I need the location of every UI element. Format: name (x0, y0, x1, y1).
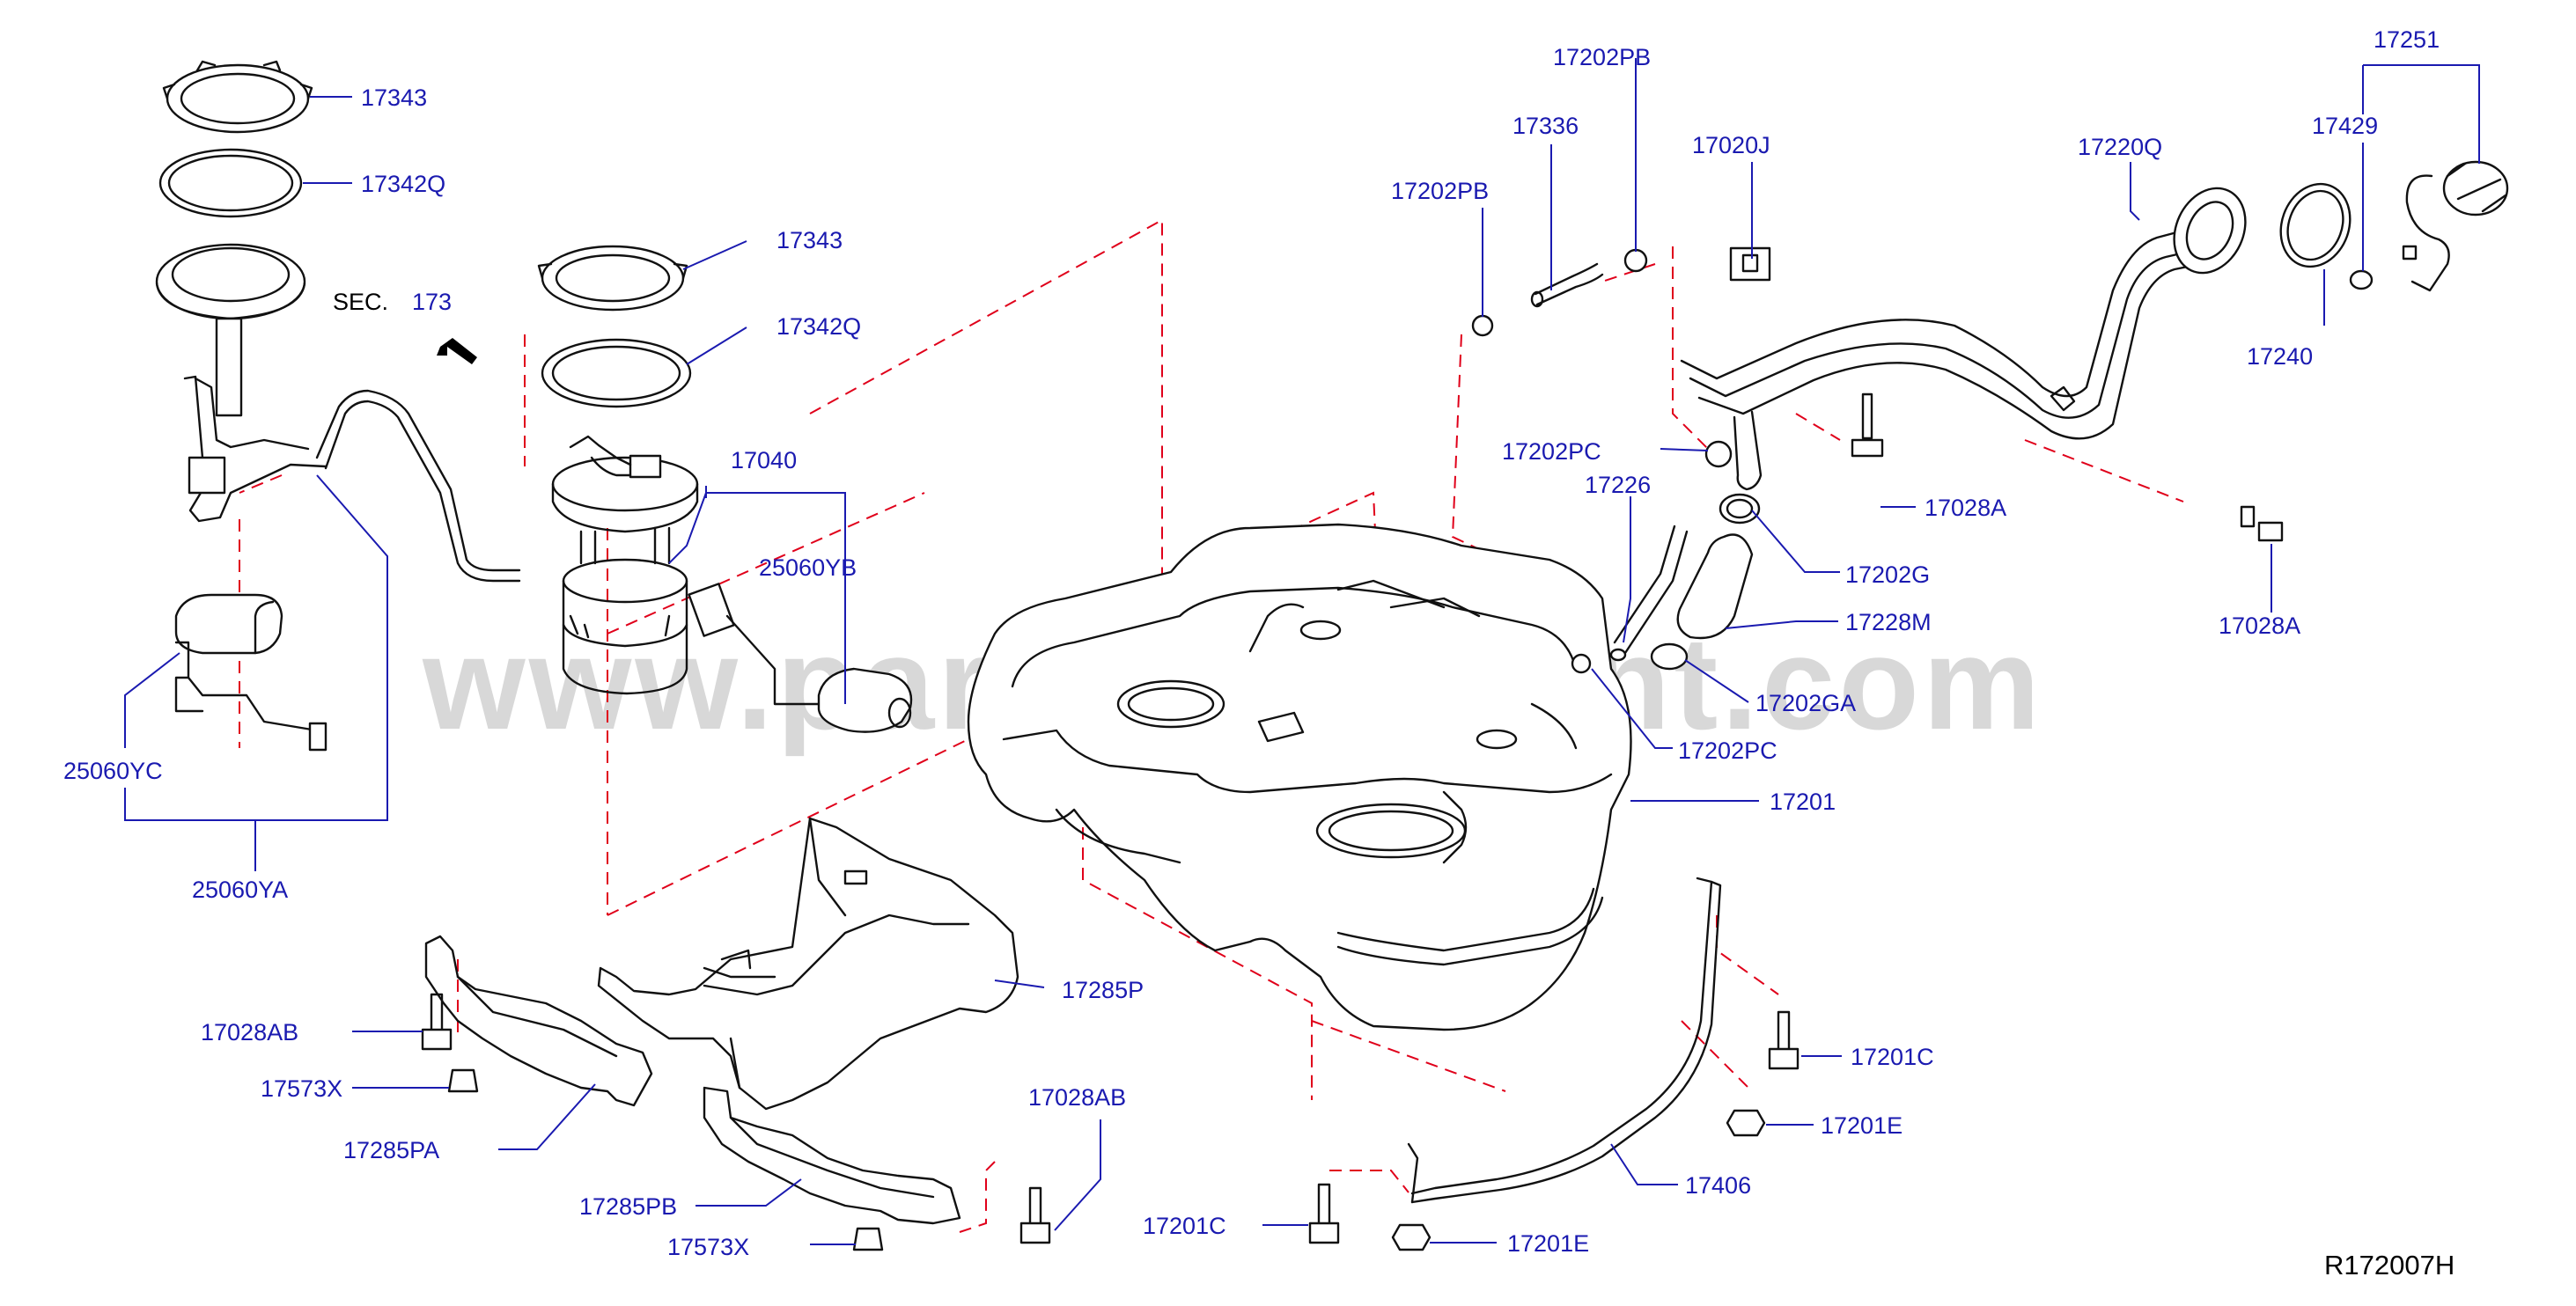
label-17251: 17251 (2374, 26, 2440, 53)
label-17028a-mid: 17028A (1925, 495, 2006, 521)
bolts (421, 393, 2284, 1251)
label-17201c-right: 17201C (1851, 1044, 1934, 1070)
label-17336: 17336 (1512, 113, 1579, 139)
label-17342q-left: 17342Q (361, 171, 445, 197)
middle-pump-assembly (537, 245, 913, 733)
label-17285pa: 17285PA (343, 1137, 439, 1163)
label-17285p: 17285P (1062, 977, 1144, 1003)
label-17406: 17406 (1685, 1172, 1751, 1199)
label-17201c-bottom: 17201C (1143, 1213, 1226, 1239)
filler-tube-assembly (1680, 160, 2509, 440)
label-17202pc-top: 17202PC (1502, 438, 1601, 465)
label-17342q-mid: 17342Q (776, 313, 861, 340)
label-25060yb: 25060YB (759, 554, 857, 581)
label-17573x-bottom: 17573X (667, 1234, 749, 1260)
label-17020j: 17020J (1692, 132, 1770, 158)
diagram-reference-code: R172007H (2324, 1250, 2455, 1280)
label-17202g: 17202G (1845, 561, 1930, 588)
label-17573x-left: 17573X (261, 1075, 342, 1102)
label-sec-prefix: SEC. (333, 289, 388, 315)
label-17343-mid: 17343 (776, 227, 843, 253)
label-17343-left: 17343 (361, 84, 427, 111)
label-sec-number: 173 (412, 289, 452, 315)
label-17202pb-left: 17202PB (1391, 178, 1489, 204)
tank-strap (1407, 877, 1722, 1204)
label-17202pb-top: 17202PB (1553, 44, 1651, 70)
label-17226: 17226 (1585, 472, 1651, 498)
label-17040: 17040 (731, 447, 797, 473)
label-25060yc: 25060YC (63, 758, 163, 784)
label-25060ya: 25060YA (192, 877, 288, 903)
hoses-and-clamps (1471, 246, 1771, 674)
heat-shields (424, 817, 1019, 1225)
leader-lines (124, 58, 2480, 1245)
label-17201e-right: 17201E (1821, 1112, 1903, 1139)
fuel-tank (967, 523, 1632, 1031)
label-17028a-right: 17028A (2219, 613, 2300, 639)
left-pump-assembly (155, 60, 521, 752)
part-labels: 17343 17342Q SEC. 173 17343 17342Q 17040… (63, 26, 2440, 1260)
label-17220q: 17220Q (2078, 134, 2162, 160)
label-17285pb: 17285PB (579, 1193, 677, 1220)
label-17202pc-bottom: 17202PC (1678, 737, 1777, 764)
label-17240: 17240 (2247, 343, 2313, 370)
label-17202ga: 17202GA (1755, 690, 1856, 716)
label-17028ab-left: 17028AB (201, 1019, 298, 1046)
label-17201e-bottom: 17201E (1507, 1230, 1589, 1257)
label-17201: 17201 (1770, 789, 1836, 815)
label-17028ab-bottom: 17028AB (1028, 1084, 1126, 1111)
label-17429: 17429 (2312, 113, 2378, 139)
section-arrow (437, 338, 477, 364)
label-17228m: 17228M (1845, 609, 1932, 635)
